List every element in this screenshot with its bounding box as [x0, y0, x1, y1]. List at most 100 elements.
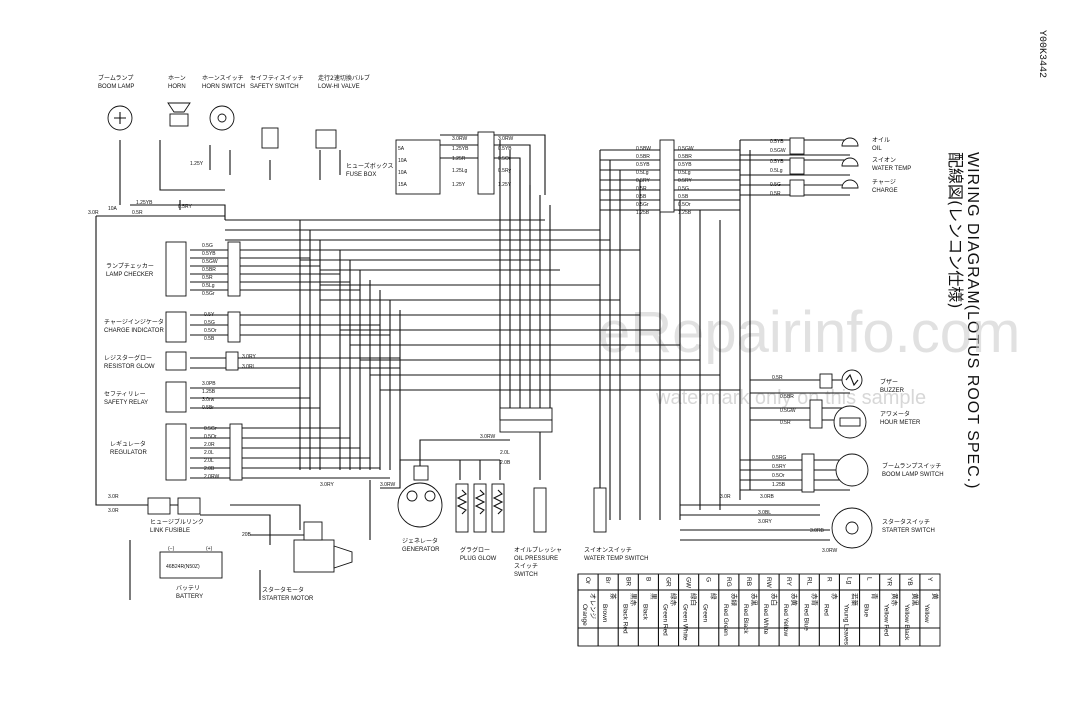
svg-text:1.25YB: 1.25YB	[136, 200, 153, 206]
color-name-en: Yellow	[923, 604, 930, 623]
svg-text:0.5Gr: 0.5Gr	[202, 291, 215, 297]
svg-text:ホーンスイッチ: ホーンスイッチ	[202, 75, 244, 82]
svg-text:走行2速切換バルブ: 走行2速切換バルブ	[318, 74, 370, 82]
main-connector: 0.5BW 0.5BR 0.5YB 0.5Lg 0.5RY 0.5R 0.5B …	[636, 139, 694, 216]
svg-text:0.5YB: 0.5YB	[678, 162, 692, 168]
svg-text:3.0RW: 3.0RW	[452, 136, 467, 142]
svg-text:0.5Lg: 0.5Lg	[202, 283, 215, 289]
svg-text:オイルプレッシャ: オイルプレッシャ	[514, 547, 562, 554]
svg-text:1.25YB: 1.25YB	[452, 146, 469, 152]
svg-text:ホーン: ホーン	[168, 75, 186, 82]
color-code: B	[644, 577, 651, 581]
svg-text:1.25Lg: 1.25Lg	[452, 168, 468, 174]
svg-text:0.5Or: 0.5Or	[204, 328, 217, 334]
color-code: R	[825, 577, 832, 582]
regulator: レギュレータ REGULATOR 0.5Gr 0.5Or 2.0R 2.0L 2…	[110, 423, 243, 481]
watermark: eRepairinfo.com	[598, 300, 1020, 365]
svg-text:1.25B: 1.25B	[636, 210, 650, 216]
svg-text:OIL: OIL	[872, 146, 882, 152]
color-name-en: Black Red	[621, 604, 628, 634]
color-code: GW	[685, 577, 692, 589]
svg-text:ブームランプ: ブームランプ	[98, 74, 133, 82]
generator: ジェネレータ GENERATOR	[397, 465, 443, 553]
plug-glow: グラグロー PLUG GLOW	[455, 483, 505, 562]
fuse-box: 5A 10A 10A 15A ヒューズボックス FUSE BOX 3.0RW 1…	[346, 131, 513, 195]
svg-text:3.0RY: 3.0RY	[758, 519, 772, 525]
boom-lamp-switch: 0.5RG 0.5RY 0.5Or 1.25B ブームランプスイッチ BOOM …	[772, 453, 944, 493]
svg-text:0.5Or: 0.5Or	[678, 202, 691, 208]
svg-text:0.5Or: 0.5Or	[204, 434, 217, 440]
svg-text:5A: 5A	[398, 146, 405, 152]
color-name-en: Blue	[863, 604, 870, 617]
color-name-en: Yellow Red	[883, 604, 890, 637]
svg-text:0.5GW: 0.5GW	[202, 259, 218, 265]
svg-text:0.5Lg: 0.5Lg	[770, 168, 783, 174]
svg-text:0.5Lg: 0.5Lg	[636, 170, 649, 176]
svg-text:セイフティスイッチ: セイフティスイッチ	[250, 75, 304, 82]
svg-text:STARTER SWITCH: STARTER SWITCH	[882, 528, 935, 534]
svg-text:3.0RW: 3.0RW	[480, 434, 495, 440]
svg-text:3.0RW: 3.0RW	[822, 548, 837, 554]
svg-text:0.5R: 0.5R	[202, 275, 213, 281]
svg-text:チャージインジケータ: チャージインジケータ	[104, 318, 164, 326]
color-code: L	[866, 577, 873, 581]
svg-text:レギュレータ: レギュレータ	[110, 440, 146, 448]
safety-switch: セイフティスイッチ SAFETY SWITCH	[250, 75, 304, 149]
color-name-en: Red Black	[742, 604, 749, 634]
svg-text:0.5RY: 0.5RY	[678, 178, 692, 184]
svg-text:3.0PB: 3.0PB	[202, 381, 216, 387]
color-name-en: Red Blue	[802, 604, 809, 631]
color-name-jp: 赤白	[770, 593, 779, 606]
svg-text:BUZZER: BUZZER	[880, 388, 905, 394]
svg-text:3.0BL: 3.0BL	[758, 510, 771, 516]
svg-text:0.5R: 0.5R	[772, 375, 783, 381]
color-name-en: Green White	[682, 604, 689, 641]
svg-text:3.0rw: 3.0rw	[202, 397, 215, 403]
svg-text:ブザー: ブザー	[880, 378, 898, 386]
svg-text:0.5RG: 0.5RG	[772, 455, 787, 461]
svg-text:BOOM LAMP: BOOM LAMP	[98, 84, 134, 90]
color-name-jp: 緑	[710, 593, 719, 600]
horn-switch: ホーンスイッチ HORN SWITCH	[202, 75, 245, 131]
svg-text:2.0L: 2.0L	[204, 458, 214, 464]
starter-switch: 3.0BL 3.0RY 3.0RB 3.0RW スタータスイッチ STARTER…	[758, 507, 935, 554]
svg-text:0.5B: 0.5B	[636, 194, 647, 200]
color-code: GR	[665, 577, 672, 587]
svg-text:3.0RB: 3.0RB	[760, 494, 775, 500]
svg-text:1.25R: 1.25R	[452, 156, 466, 162]
svg-text:スイッチ: スイッチ	[514, 563, 538, 570]
svg-text:0.5Gr: 0.5Gr	[204, 426, 217, 432]
color-code: RY	[785, 577, 792, 587]
svg-text:2.0L: 2.0L	[204, 450, 214, 456]
color-name-en: Yellow Black	[903, 604, 910, 641]
svg-text:PLUG GLOW: PLUG GLOW	[460, 556, 497, 562]
svg-text:LAMP CHECKER: LAMP CHECKER	[106, 272, 154, 278]
svg-text:0.5BR: 0.5BR	[780, 394, 794, 400]
wire-harness	[95, 134, 850, 600]
color-name-jp: 若葉	[851, 593, 860, 607]
color-name-jp: 黄	[931, 593, 940, 600]
svg-text:0.5Or: 0.5Or	[772, 473, 785, 479]
low-hi-valve: 走行2速切換バルブ LOW-HI VALVE	[315, 74, 370, 149]
svg-text:HOUR METER: HOUR METER	[880, 420, 921, 426]
resistor-glow: レジスターグロー RESISTOR GLOW 3.0RY 3.0RL	[104, 351, 256, 371]
svg-text:3.0R: 3.0R	[108, 494, 119, 500]
relay-connector	[499, 407, 553, 433]
color-name-en: Red	[822, 604, 829, 616]
svg-text:0.5G: 0.5G	[202, 243, 213, 249]
title-jp: 配線図(レンコン仕様)	[946, 152, 965, 309]
svg-text:(−): (−)	[168, 546, 175, 552]
svg-text:0.5BR: 0.5BR	[678, 154, 692, 160]
svg-text:スイオンスイッチ: スイオンスイッチ	[584, 547, 632, 554]
svg-text:0.5GW: 0.5GW	[780, 408, 796, 414]
color-code: G	[705, 577, 712, 582]
charge-lamp: 0.5G 0.5R チャージ CHARGE	[770, 179, 898, 197]
svg-text:オイル: オイル	[872, 137, 890, 144]
svg-text:2.0B: 2.0B	[500, 460, 511, 466]
svg-text:0.5R: 0.5R	[770, 191, 781, 197]
svg-text:3.0RL: 3.0RL	[242, 364, 256, 370]
svg-text:レジスターグロー: レジスターグロー	[104, 354, 152, 362]
color-name-jp: 茶	[609, 593, 618, 600]
svg-text:CHARGE INDICATOR: CHARGE INDICATOR	[104, 328, 164, 334]
